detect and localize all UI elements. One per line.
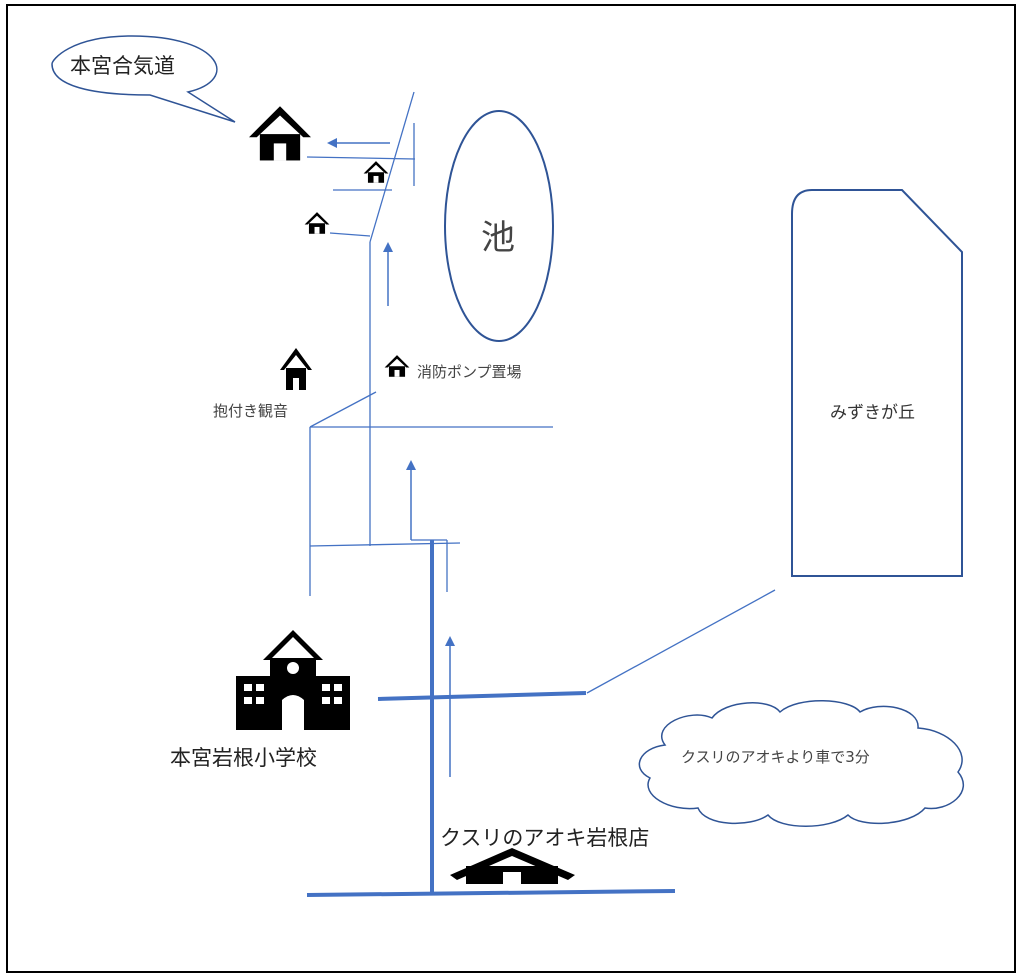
small-house-icon-1 <box>363 161 389 183</box>
map-frame <box>6 4 1016 973</box>
route-arrows <box>327 138 455 777</box>
school-label: 本宮岩根小学校 <box>170 746 317 770</box>
school-icon <box>236 630 350 730</box>
thin-roads <box>306 91 776 694</box>
kannon-house-icon <box>280 348 312 390</box>
kannon-label: 抱付き観音 <box>213 402 289 420</box>
store-label: クスリのアオキ岩根店 <box>440 826 650 850</box>
fire-pump-house-icon <box>384 355 410 377</box>
cloud-shape <box>638 700 965 827</box>
mizukigaoka-label: みずきが丘 <box>830 403 915 423</box>
small-house-icon-2 <box>304 212 330 234</box>
store-roof-icon <box>450 848 575 884</box>
cloud-note-label: クスリのアオキより車で3分 <box>681 748 870 766</box>
dojo-house-icon <box>249 106 311 161</box>
mizukigaoka-area <box>791 189 963 577</box>
dojo-callout-bubble <box>51 35 236 123</box>
pond-shape <box>444 110 554 342</box>
fire-pump-label: 消防ポンプ置場 <box>417 363 522 381</box>
main-roads <box>306 540 676 897</box>
dojo-label: 本宮合気道 <box>70 54 175 78</box>
pond-label: 池 <box>481 218 515 258</box>
